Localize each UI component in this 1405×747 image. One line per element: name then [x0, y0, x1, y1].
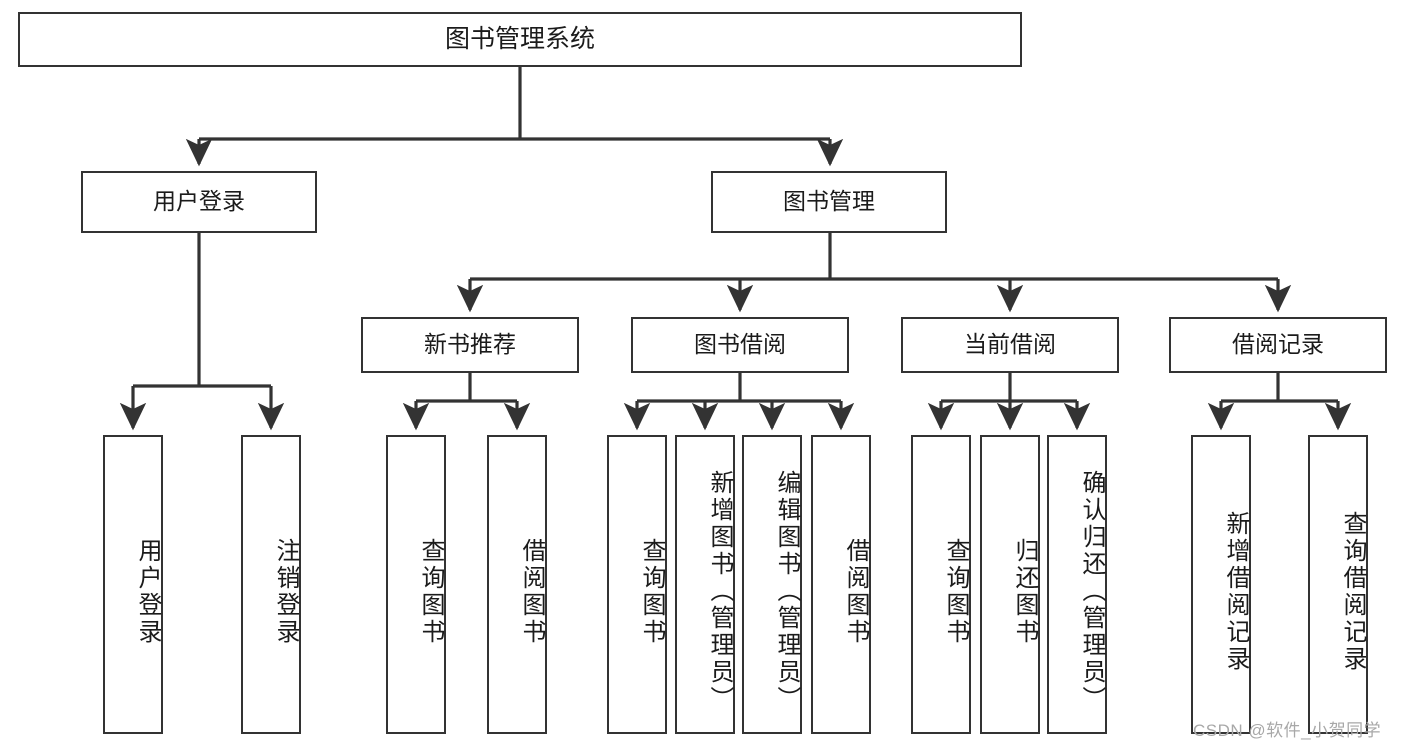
leaf-edit-book-label: 编辑图书（管理员） [773, 470, 800, 713]
node-book-manage-label: 图书管理 [783, 188, 875, 215]
leaf-user-login-label: 用户登录 [134, 537, 161, 646]
node-new-book-recommend-label: 新书推荐 [424, 331, 516, 358]
leaf-query-book-1[interactable]: 查询图书 [386, 435, 446, 734]
leaf-confirm-return-label: 确认归还（管理员） [1078, 470, 1105, 713]
node-root-label: 图书管理系统 [444, 24, 595, 53]
leaf-borrow-book-1[interactable]: 借阅图书 [487, 435, 547, 734]
watermark: CSDN @软件_小贺同学 [1193, 721, 1382, 740]
leaf-logout-login[interactable]: 注销登录 [241, 435, 301, 734]
leaf-logout-login-label: 注销登录 [272, 537, 299, 646]
leaf-edit-book[interactable]: 编辑图书（管理员） [742, 435, 802, 734]
node-book-borrow[interactable]: 图书借阅 [631, 317, 849, 373]
leaf-query-book-1-label: 查询图书 [417, 537, 444, 646]
node-borrow-record[interactable]: 借阅记录 [1169, 317, 1387, 373]
leaf-add-record-label: 新增借阅记录 [1222, 510, 1249, 673]
leaf-add-book[interactable]: 新增图书（管理员） [675, 435, 735, 734]
leaf-query-record-label: 查询借阅记录 [1339, 510, 1366, 673]
node-current-borrow[interactable]: 当前借阅 [901, 317, 1119, 373]
leaf-query-book-3-label: 查询图书 [942, 537, 969, 646]
node-borrow-record-label: 借阅记录 [1232, 331, 1324, 358]
leaf-query-record[interactable]: 查询借阅记录 [1308, 435, 1368, 734]
leaf-borrow-book-2-label: 借阅图书 [842, 537, 869, 646]
leaf-query-book-3[interactable]: 查询图书 [911, 435, 971, 734]
leaf-borrow-book-1-label: 借阅图书 [518, 537, 545, 646]
leaf-user-login[interactable]: 用户登录 [103, 435, 163, 734]
leaf-borrow-book-2[interactable]: 借阅图书 [811, 435, 871, 734]
leaf-add-record[interactable]: 新增借阅记录 [1191, 435, 1251, 734]
node-book-borrow-label: 图书借阅 [694, 331, 786, 358]
node-book-manage[interactable]: 图书管理 [711, 171, 947, 233]
node-user-login-label: 用户登录 [153, 188, 245, 215]
leaf-add-book-label: 新增图书（管理员） [706, 470, 733, 713]
node-new-book-recommend[interactable]: 新书推荐 [361, 317, 579, 373]
node-root[interactable]: 图书管理系统 [18, 12, 1022, 67]
leaf-confirm-return[interactable]: 确认归还（管理员） [1047, 435, 1107, 734]
leaf-return-book[interactable]: 归还图书 [980, 435, 1040, 734]
leaf-query-book-2[interactable]: 查询图书 [607, 435, 667, 734]
leaf-return-book-label: 归还图书 [1011, 537, 1038, 646]
node-current-borrow-label: 当前借阅 [964, 331, 1056, 358]
leaf-query-book-2-label: 查询图书 [638, 537, 665, 646]
node-user-login[interactable]: 用户登录 [81, 171, 317, 233]
